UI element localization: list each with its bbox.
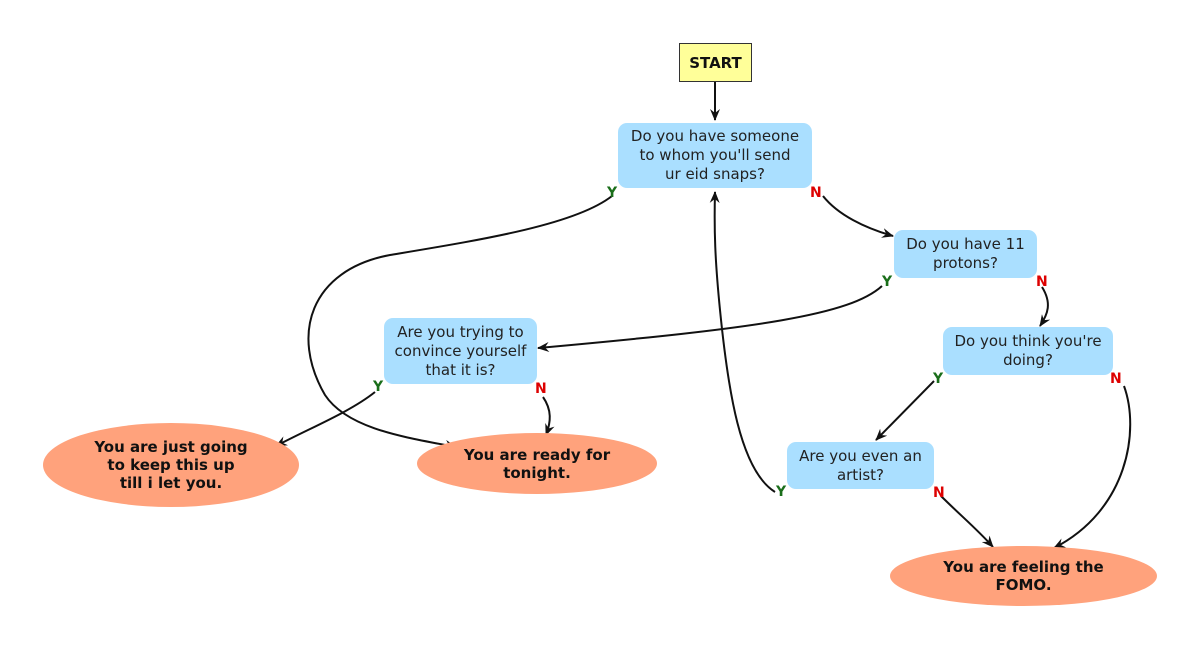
question-11-protons: Do you have 11 protons? (894, 230, 1037, 278)
start-node: START (679, 43, 752, 82)
q3-yes-label: Y (373, 379, 384, 395)
q5-no-label: N (933, 485, 945, 501)
edge-q5-yes-to-q1 (709, 191, 776, 493)
edge-q1-yes-to-a2 (307, 195, 613, 450)
q1-no-label: N (810, 185, 822, 201)
question-think-youre-doing: Do you think you're doing? (943, 327, 1113, 375)
question-someone-to-send-snaps: Do you have someone to whom you'll send … (618, 123, 812, 188)
answer-ready-for-tonight: You are ready for tonight. (417, 433, 657, 494)
question-even-an-artist: Are you even an artist? (787, 442, 934, 489)
answer-keep-this-up: You are just going to keep this up till … (43, 423, 299, 507)
edge-q4-yes-to-q5 (875, 380, 935, 441)
edge-q5-no-to-a3 (940, 495, 994, 548)
q5-yes-label: Y (776, 484, 787, 500)
edge-q1-no-to-q2 (822, 195, 894, 238)
edge-q2-no-to-q4 (1039, 286, 1051, 327)
edge-q3-yes-to-a1 (275, 391, 376, 447)
q3-no-label: N (535, 381, 547, 397)
edge-q2-yes-to-q3 (537, 285, 883, 352)
q4-no-label: N (1110, 371, 1122, 387)
answer-feeling-the-fomo: You are feeling the FOMO. (890, 546, 1157, 606)
q2-no-label: N (1036, 274, 1048, 290)
edge-q4-no-to-a3 (1053, 385, 1132, 549)
edge-q3-no-to-a2 (542, 396, 555, 436)
q2-yes-label: Y (882, 274, 893, 290)
question-convince-yourself: Are you trying to convince yourself that… (384, 318, 537, 384)
q1-yes-label: Y (607, 185, 618, 201)
q4-yes-label: Y (933, 371, 944, 387)
